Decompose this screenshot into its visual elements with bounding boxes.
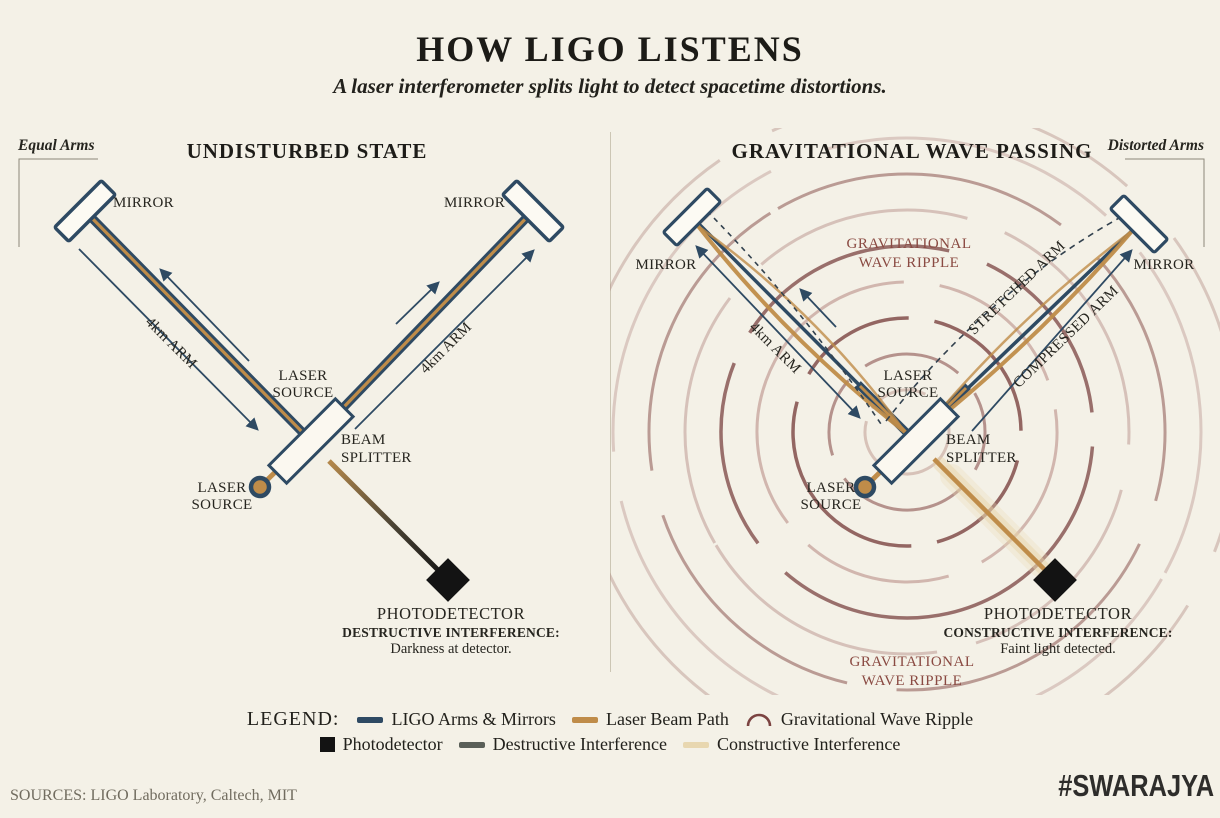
sources-credit: SOURCES: LIGO Laboratory, Caltech, MIT [10, 787, 297, 804]
mirror-left-label: MIRROR [113, 195, 174, 211]
ligo-arms-swatch-icon [357, 716, 384, 723]
svg-text:BEAM: BEAM [946, 432, 991, 448]
svg-text:LASER: LASER [883, 368, 932, 384]
legend-row-1: LEGEND: LIGO Arms & Mirrors Laser Beam P… [247, 708, 973, 731]
mirror-left-distorted [662, 187, 722, 247]
legend-item-constructive: Constructive Interference [682, 734, 900, 755]
svg-text:STRETCHED ARM: STRETCHED ARM [966, 238, 1069, 338]
mirror-right-label: MIRROR [444, 195, 505, 211]
beam-splitter-label: BEAM SPLITTER [341, 432, 412, 466]
stretched-arm-dashed [885, 212, 1129, 422]
svg-text:PHOTODETECTOR: PHOTODETECTOR [377, 604, 525, 623]
svg-text:GRAVITATIONAL: GRAVITATIONAL [846, 236, 971, 252]
destructive-swatch-icon [458, 741, 485, 748]
right-arm [309, 207, 537, 443]
beam-direction-arrows-right [695, 245, 1133, 432]
distorted-arms-bracket [1125, 158, 1205, 247]
equal-arms-bracket [18, 158, 98, 247]
svg-text:SOURCE: SOURCE [273, 385, 334, 401]
mirror-right-label: MIRROR [1134, 257, 1195, 273]
laser-source-label: LASER SOURCE [801, 480, 862, 513]
svg-text:Darkness at detector.: Darkness at detector. [390, 641, 511, 657]
photodetector-diamond [426, 558, 470, 602]
legend-item-photodetector: Photodetector [319, 734, 443, 755]
svg-text:PHOTODETECTOR: PHOTODETECTOR [984, 604, 1132, 623]
laser-source-center-label: LASER SOURCE [273, 368, 334, 401]
mirror-right [501, 179, 565, 243]
photodetector-label: PHOTODETECTOR CONSTRUCTIVE INTERFERENCE:… [943, 604, 1172, 657]
legend-item-laser-beam: Laser Beam Path [571, 709, 729, 730]
laser-source-center-label: LASER SOURCE [878, 368, 939, 401]
mirror-right-distorted [1109, 194, 1169, 254]
destructive-beam [327, 459, 448, 580]
mirror-left-label: MIRROR [636, 257, 697, 273]
equal-arms-label: Equal Arms [17, 137, 95, 154]
svg-text:SOURCE: SOURCE [878, 385, 939, 401]
ripple-label-bottom: GRAVITATIONAL WAVE RIPPLE [849, 654, 974, 689]
svg-text:SOURCE: SOURCE [801, 497, 862, 513]
constructive-beam [932, 457, 1055, 580]
svg-text:DESTRUCTIVE INTERFERENCE:: DESTRUCTIVE INTERFERENCE: [342, 625, 560, 640]
svg-text:SOURCE: SOURCE [192, 497, 253, 513]
beam-splitter-label: BEAM SPLITTER [946, 432, 1017, 466]
beam-splitter [266, 396, 356, 486]
legend-item-destructive: Destructive Interference [458, 734, 667, 755]
mirror-left [53, 179, 117, 243]
beam-direction-arrows [78, 248, 535, 431]
distorted-arms-label: Distorted Arms [1107, 137, 1204, 154]
brand-hashtag: #SWARAJYA [1058, 768, 1214, 803]
svg-text:Faint light detected.: Faint light detected. [1000, 641, 1116, 657]
constructive-swatch-icon [682, 741, 709, 748]
svg-text:WAVE RIPPLE: WAVE RIPPLE [862, 673, 963, 689]
laser-source-dot [248, 475, 272, 499]
laser-source-dot [853, 475, 877, 499]
legend-item-ligo-arms: LIGO Arms & Mirrors [357, 709, 556, 730]
right-panel-heading: GRAVITATIONAL WAVE PASSING [732, 139, 1093, 163]
photodetector-label: PHOTODETECTOR DESTRUCTIVE INTERFERENCE: … [342, 604, 560, 657]
svg-text:CONSTRUCTIVE INTERFERENCE:: CONSTRUCTIVE INTERFERENCE: [943, 625, 1172, 640]
panel-divider [610, 132, 611, 672]
ripple-arc-icon [746, 713, 772, 727]
beam-splitter [871, 396, 961, 486]
svg-text:LASER: LASER [278, 368, 327, 384]
legend-title: LEGEND: [246, 708, 340, 730]
legend: LEGEND: LIGO Arms & Mirrors Laser Beam P… [0, 708, 1220, 755]
left-panel-heading: UNDISTURBED STATE [187, 139, 428, 163]
undisturbed-state-diagram: UNDISTURBED STATE Equal Arms MIRROR MIRR… [17, 137, 565, 657]
legend-row-2: Photodetector Destructive Interference C… [319, 734, 900, 755]
laser-source-label: LASER SOURCE [192, 480, 253, 513]
svg-text:COMPRESSED ARM: COMPRESSED ARM [1010, 283, 1122, 392]
svg-text:SPLITTER: SPLITTER [341, 450, 412, 466]
svg-text:LASER: LASER [197, 480, 246, 496]
svg-text:WAVE RIPPLE: WAVE RIPPLE [859, 255, 960, 271]
page-subtitle: A laser interferometer splits light to d… [333, 74, 887, 98]
svg-text:GRAVITATIONAL: GRAVITATIONAL [849, 654, 974, 670]
svg-text:SPLITTER: SPLITTER [946, 450, 1017, 466]
svg-text:BEAM: BEAM [341, 432, 386, 448]
photodetector-swatch-icon [319, 737, 335, 752]
gravitational-wave-diagram: GRAVITATIONAL WAVE PASSING Distorted Arm… [610, 128, 1220, 695]
laser-beam-swatch-icon [571, 716, 598, 723]
legend-item-gw-ripple: Gravitational Wave Ripple [745, 709, 973, 730]
left-arm [81, 207, 313, 443]
ripple-label-top: GRAVITATIONAL WAVE RIPPLE [846, 236, 971, 271]
page-title: HOW LIGO LISTENS [416, 29, 804, 69]
svg-text:LASER: LASER [806, 480, 855, 496]
